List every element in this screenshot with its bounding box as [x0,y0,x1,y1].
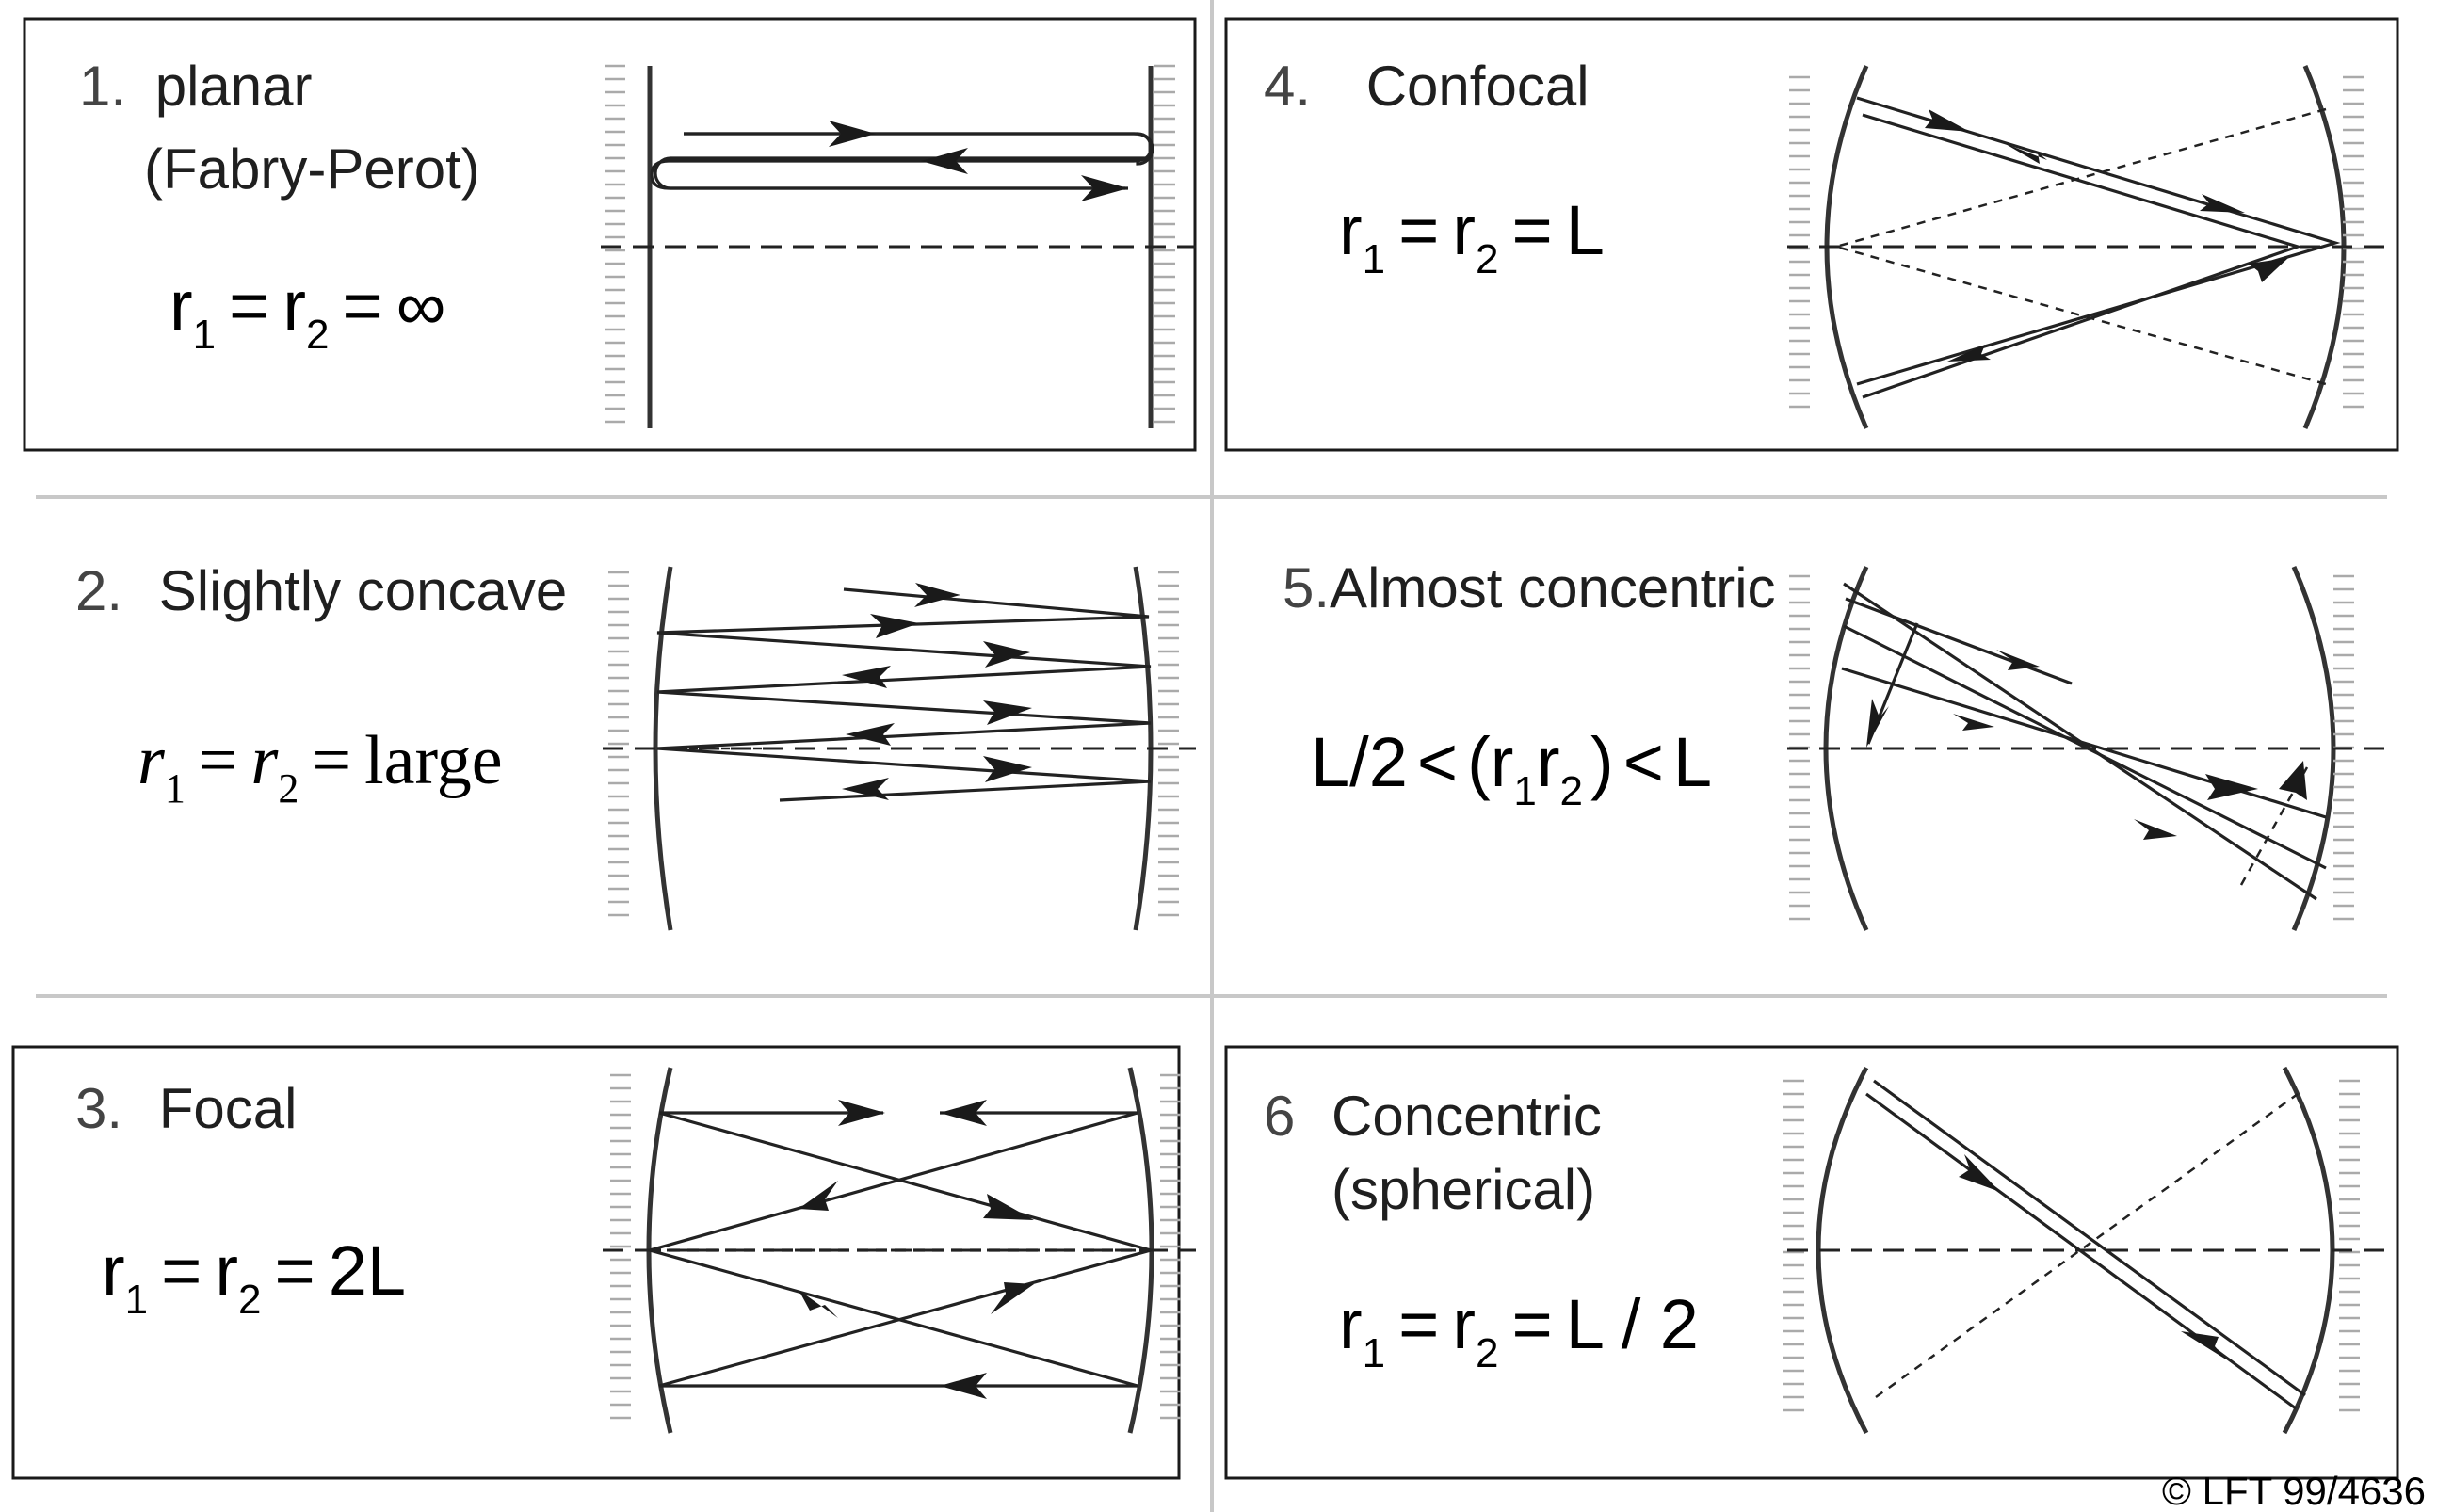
arrow-1 [1959,1154,2000,1192]
panel-2-title: 2. Slightly concave [75,559,567,622]
panel-4-confocal: 4. Confocal r1=r2=L [1264,55,2392,429]
arrow-right-top [829,121,876,147]
arrow-5 [1947,345,1991,362]
left-concave-mirror [1816,1066,1869,1435]
zigzag-ray [656,587,1152,802]
panel-5-almost-concentric: 5.Almost concentric L/2<(r1r2)<L [1283,556,2392,932]
panel-1-optics [601,64,1196,428]
arrow-1 [1925,109,1970,132]
arrow-4 [799,1181,838,1211]
panel-4-title: 4. Confocal [1264,55,1590,118]
right-mirror-hatching [2339,1079,2360,1412]
panel-4-title-line-1: Confocal [1366,55,1590,118]
arrow-2 [2004,143,2047,164]
arrow-left-middle [921,148,968,174]
left-mirror-hatching [1789,75,1810,409]
panel-3-title: 3. Focal [75,1077,297,1140]
panel-3-focal: 3. Focal r1=r2=2L [75,1067,1196,1434]
beam-loop [650,132,1153,190]
panel-3-optics [603,1067,1196,1434]
dashed-ray [1875,1092,2299,1399]
arrow-right-bottom [1081,175,1128,201]
panel-3-frame [11,1045,1181,1480]
arrow-3 [2200,194,2245,213]
panel-5-optics [1787,565,2392,932]
panel-6-title: 6 Concentric [1264,1085,1602,1148]
arrow-8 [842,778,889,800]
left-mirror-hatching [1789,574,1810,921]
panel-5-number: 5. [1283,556,1330,619]
ray-4 [1845,597,2073,685]
right-mirror-hatching [2343,75,2364,409]
panel-1-number: 1. [79,55,126,118]
arrow-6 [799,1290,838,1318]
panel-1-formula: r1=r2=∞ [169,266,445,358]
arrow-6 [2279,761,2307,800]
panel-4-frame [1224,17,2399,452]
panel-4-formula: r1=r2=L [1339,191,1605,282]
left-mirror-hatching [608,571,629,917]
arrow-2 [940,1100,987,1126]
arrow-1 [914,583,960,607]
beam-lower-edge [1873,1079,2306,1397]
left-mirror-hatching [1783,1079,1804,1412]
panel-1-title: 1. planar [79,55,313,118]
arrow-7 [940,1373,987,1399]
panel-6-formula: r1=r2=L / 2 [1339,1285,1699,1376]
copyright-label: © LFT 99/4636 [2162,1469,2426,1512]
panel-1-frame [23,17,1197,452]
arrow-2 [1996,650,2040,670]
panel-2-number: 2. [75,559,122,622]
panel-5-title: 5.Almost concentric [1283,556,1776,619]
panel-1-title-line-1: planar [155,55,313,118]
ray-2 [1843,624,2327,870]
arrow-7 [983,756,1032,782]
arrow-3 [983,641,1030,668]
arrow-2 [870,614,919,638]
arrow-5 [983,700,1032,725]
right-mirror-hatching [2333,574,2354,921]
arrow-1 [838,1100,885,1126]
arrow-1 [1866,699,1889,748]
panel-6-title-line-2: (spherical) [1331,1158,1595,1221]
left-mirror-hatching [605,64,625,424]
arrow-4 [2205,774,2258,800]
arrow-4 [2249,258,2288,282]
panel-3-title-line-1: Focal [159,1077,298,1140]
arrow-5 [991,1282,1034,1314]
panel-6-number: 6 [1264,1085,1295,1148]
panel-6-optics [1783,1066,2392,1435]
beam-upper-edge [1856,96,2341,386]
focal-ray-a [658,1111,1156,1388]
arrow-5 [2134,819,2177,840]
right-mirror-hatching [1154,64,1175,424]
left-mirror-hatching [610,1073,631,1420]
panel-5-title-line-1: Almost concentric [1330,556,1776,619]
panel-6-concentric: 6 Concentric (spherical) r1=r2=L / 2 [1264,1066,2392,1435]
ray-3 [1841,667,2327,819]
beam-upper-edge [1865,1092,2297,1410]
arrow-4 [842,666,891,688]
right-mirror-hatching [1158,571,1179,917]
arrow-2 [2181,1331,2226,1359]
panel-1-title-line-2: (Fabry-Perot) [144,137,480,201]
panel-6-title-line-1: Concentric [1331,1085,1602,1148]
panel-3-formula: r1=r2=2L [102,1231,406,1323]
panel-2-optics [603,566,1196,931]
arrow-6 [846,723,895,746]
panel-3-number: 3. [75,1077,122,1140]
panel-2-formula: r1=r2=large [137,722,503,812]
panel-2-slightly-concave: 2. Slightly concave r1=r2=large [75,559,1196,931]
beam-lower-edge [1862,113,2303,399]
panel-2-title-line-1: Slightly concave [159,559,568,622]
arrow-3 [1953,714,1994,731]
panel-1-planar: 1. planar (Fabry-Perot) r1=r2=∞ [79,55,1196,428]
panel-4-number: 4. [1264,55,1311,118]
panel-4-optics [1787,64,2392,429]
panel-6-frame [1224,1045,2399,1480]
right-mirror-hatching [1160,1073,1181,1420]
panel-5-formula: L/2<(r1r2)<L [1311,723,1712,814]
arrow-3 [983,1194,1034,1220]
